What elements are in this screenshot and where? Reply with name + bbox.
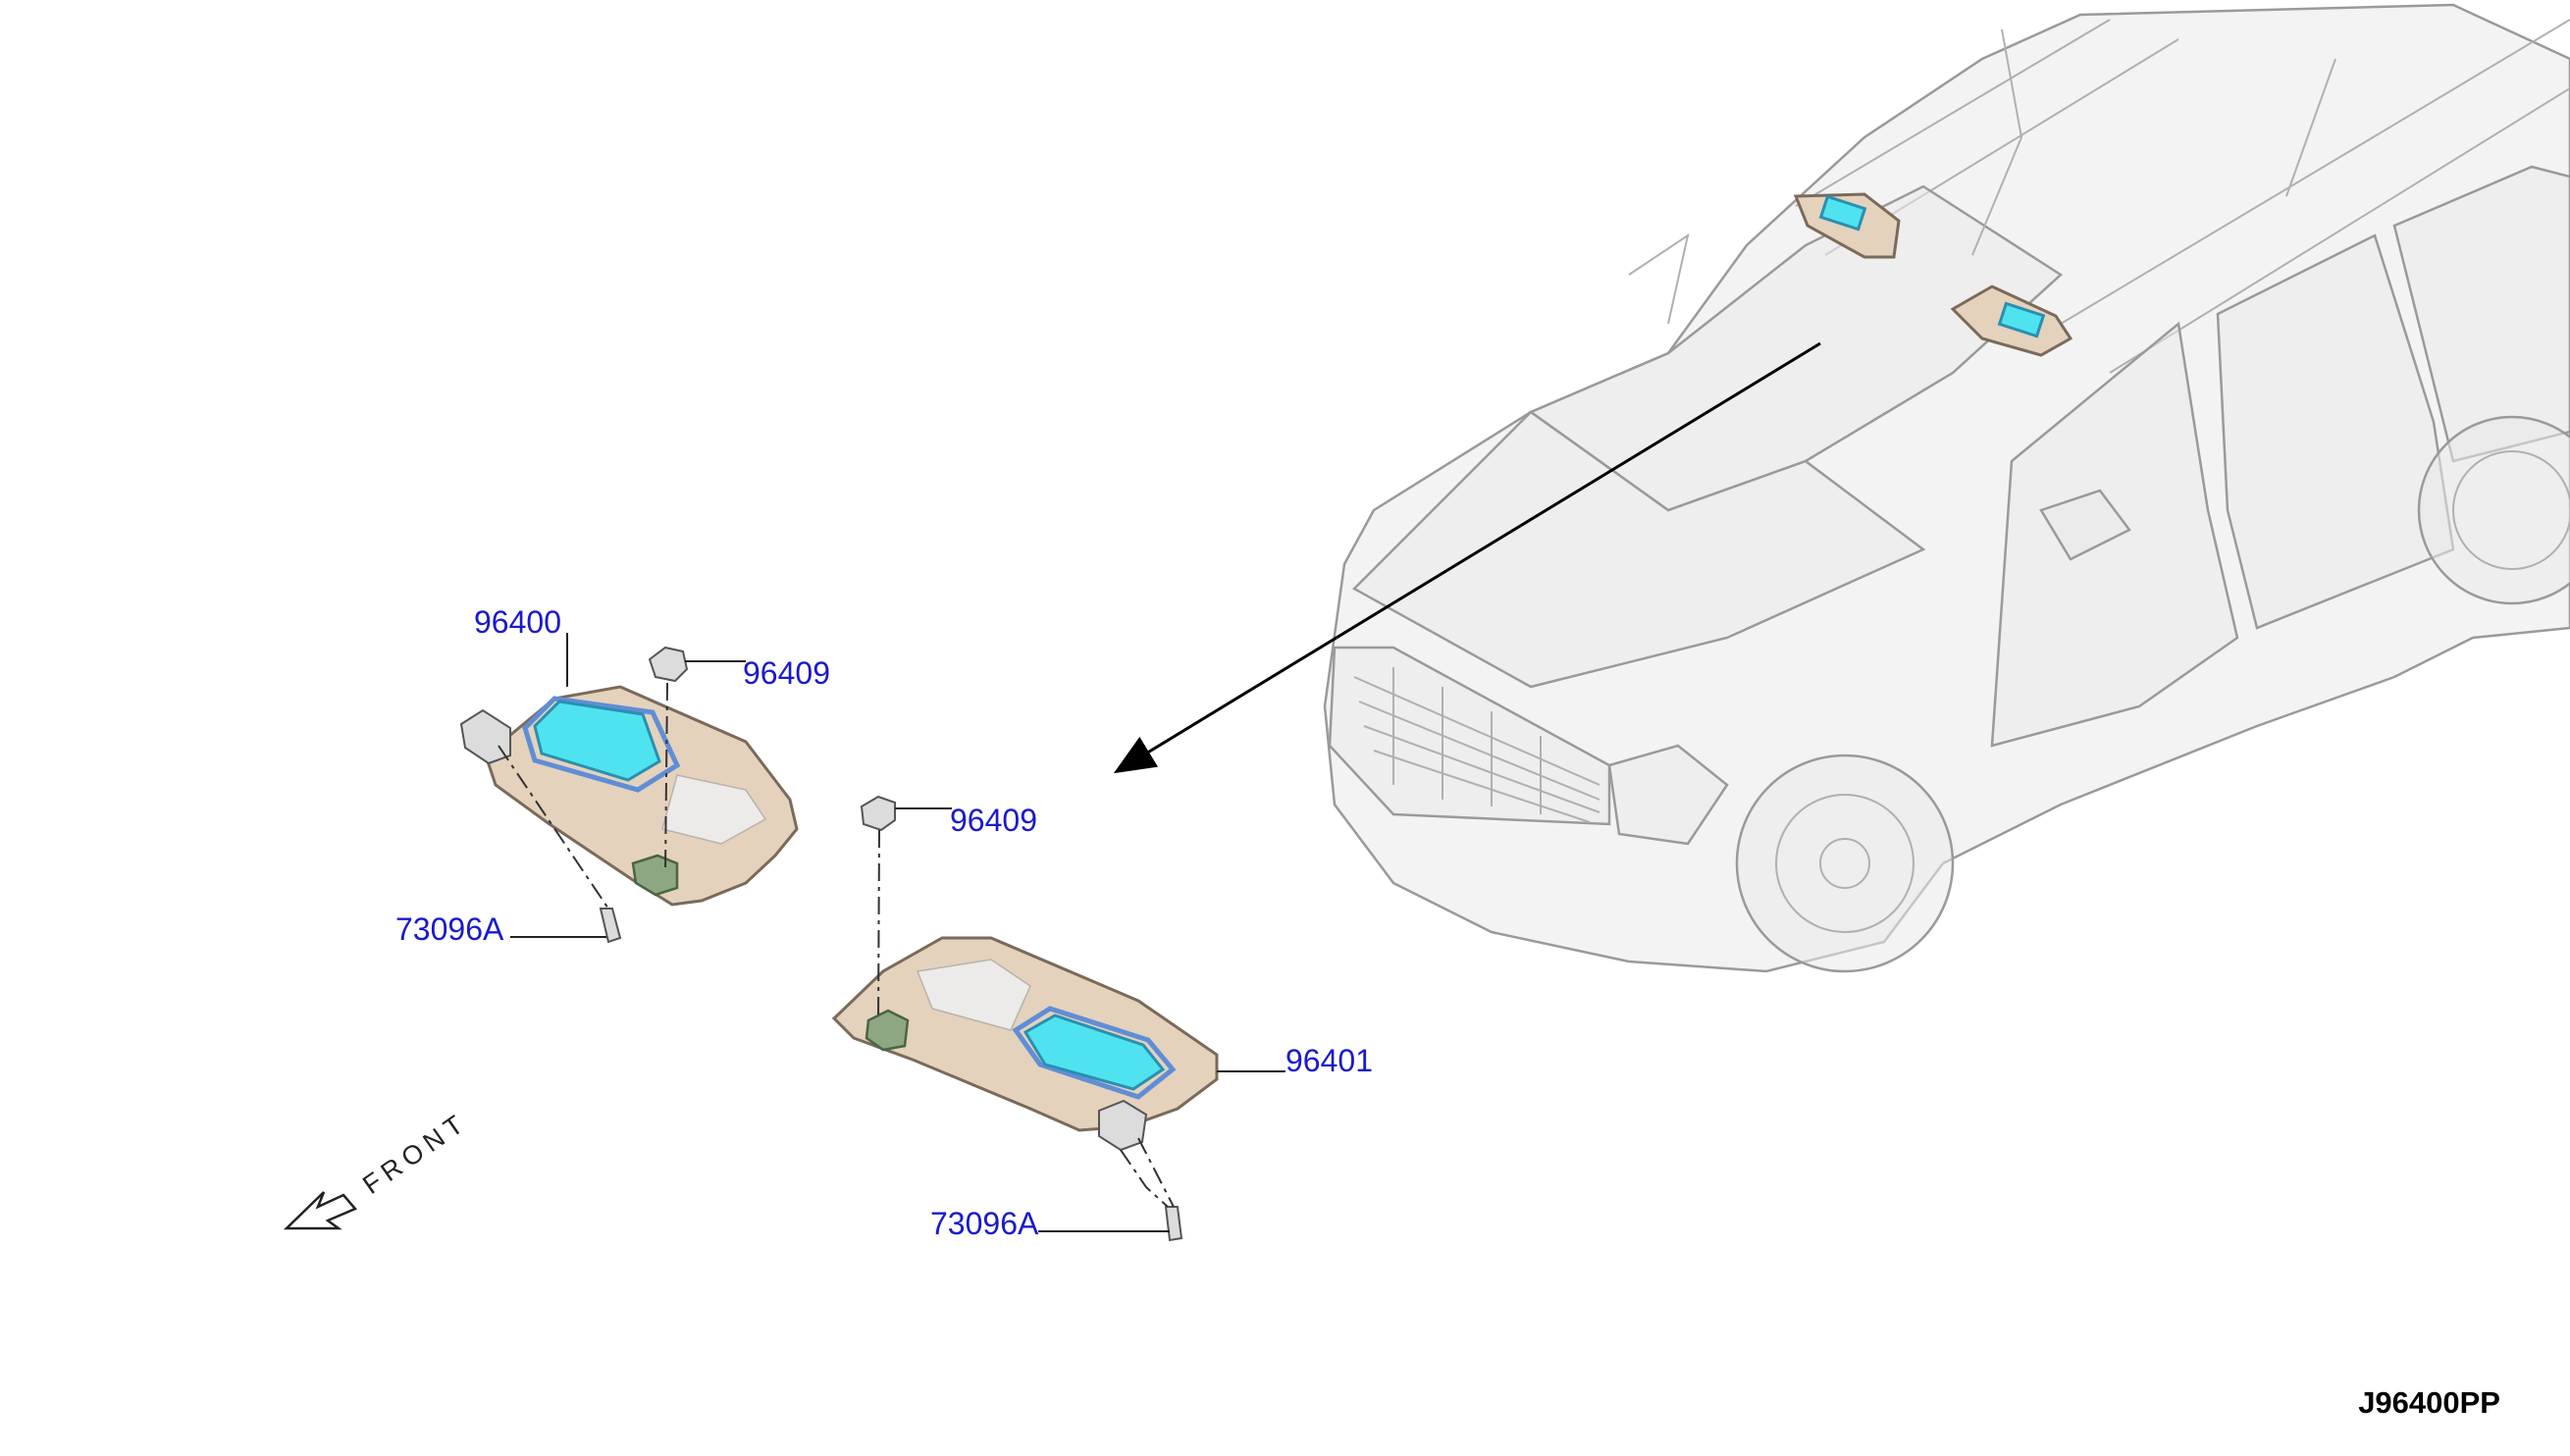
assembly-line bbox=[1137, 1137, 1175, 1208]
assembly-line bbox=[664, 682, 668, 874]
front-direction-indicator: FRONT bbox=[283, 1107, 473, 1230]
part-label-96401: 96401 bbox=[1285, 1043, 1373, 1078]
sun-visor-right bbox=[831, 936, 1219, 1152]
installed-visor-left bbox=[1793, 192, 1901, 259]
leader-lines bbox=[510, 633, 1285, 1232]
part-label-73096a-left: 73096A bbox=[395, 911, 504, 947]
part-label-96409-left: 96409 bbox=[743, 655, 830, 691]
part-label-96409-right: 96409 bbox=[950, 803, 1037, 838]
part-label-96400: 96400 bbox=[474, 604, 561, 640]
drawing-code: J96400PP bbox=[2358, 1385, 2500, 1420]
screw-left bbox=[599, 908, 622, 944]
front-label: FRONT bbox=[357, 1107, 473, 1200]
screw-right bbox=[1164, 1206, 1183, 1242]
callout-arrow bbox=[1113, 341, 1821, 774]
part-label-73096a-right: 73096A bbox=[930, 1206, 1039, 1241]
vehicle-illustration bbox=[1323, 3, 2570, 973]
installed-visor-right bbox=[1950, 285, 2073, 357]
sun-visor-left bbox=[459, 685, 799, 907]
visor-holder-right bbox=[860, 795, 896, 832]
assembly-line bbox=[877, 829, 880, 1021]
front-arrow-icon bbox=[283, 1191, 358, 1230]
visor-holder-left bbox=[648, 646, 689, 683]
assembly-line bbox=[1120, 1149, 1169, 1208]
